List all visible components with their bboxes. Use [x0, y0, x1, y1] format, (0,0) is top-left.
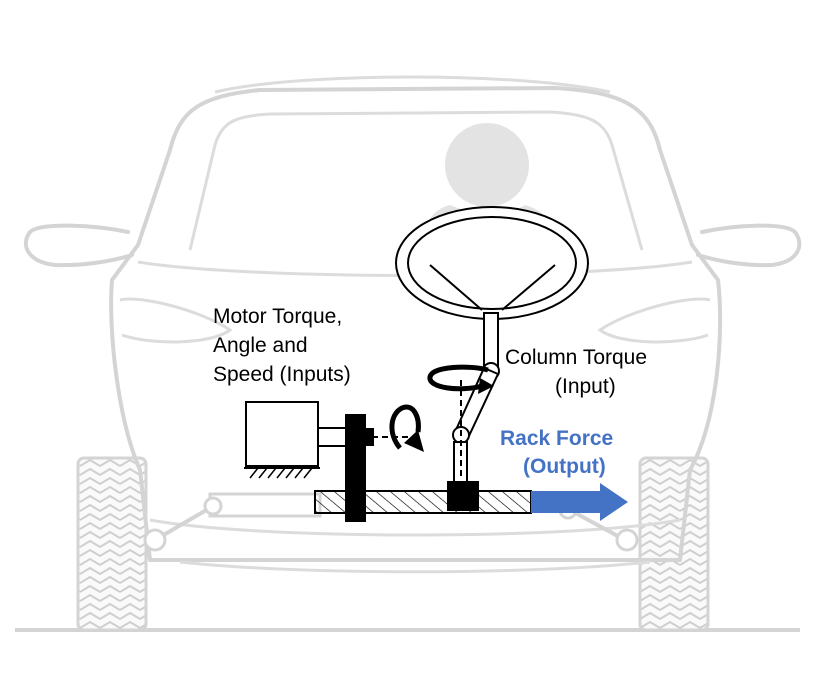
rack-label-line1: Rack Force [500, 427, 613, 450]
column-rotation-arrow-icon [427, 364, 494, 394]
motor-ground-hatch [249, 467, 313, 479]
rack-output-label: Rack Force (Output) [500, 427, 613, 478]
pinion-housing [447, 481, 479, 511]
driver-head [445, 123, 529, 207]
right-headlight [597, 297, 711, 344]
bumper-line [149, 518, 681, 537]
left-headlight [119, 297, 233, 344]
rack-force-arrow-icon [531, 483, 628, 521]
car-roof-line [214, 75, 611, 94]
grille-line [179, 560, 651, 574]
steering-mechanism [244, 206, 628, 522]
right-mirror [696, 223, 802, 268]
motor-block [245, 401, 319, 467]
car-body-outline [109, 86, 723, 562]
column-input-label: Column Torque (Input) [505, 346, 647, 398]
rack-label-line2: (Output) [523, 455, 606, 478]
right-joint [615, 528, 639, 552]
windshield [188, 110, 644, 251]
left-tire [76, 456, 148, 632]
motor-label-line3: Speed (Inputs) [213, 363, 351, 386]
right-tire [638, 456, 710, 632]
left-inner-joint [203, 496, 223, 516]
motor-input-label: Motor Torque, Angle and Speed (Inputs) [213, 305, 351, 386]
column-label-line1: Column Torque [505, 346, 647, 369]
motor-label-line2: Angle and [213, 334, 308, 357]
tie-rod-housing [208, 492, 322, 518]
motor-rotation-arrow-icon [389, 404, 424, 452]
upper-steering-column [483, 312, 499, 369]
motor-gear [345, 414, 366, 522]
right-suspension-arm [569, 508, 626, 542]
car-silhouette [15, 75, 802, 632]
steering-wheel [395, 206, 589, 320]
column-label-line2: (Input) [555, 375, 616, 398]
left-mirror [23, 223, 134, 268]
motor-hub [366, 428, 374, 446]
motor-shaft [317, 427, 349, 447]
left-joint [143, 528, 167, 552]
motor-label-line1: Motor Torque, [213, 305, 342, 328]
